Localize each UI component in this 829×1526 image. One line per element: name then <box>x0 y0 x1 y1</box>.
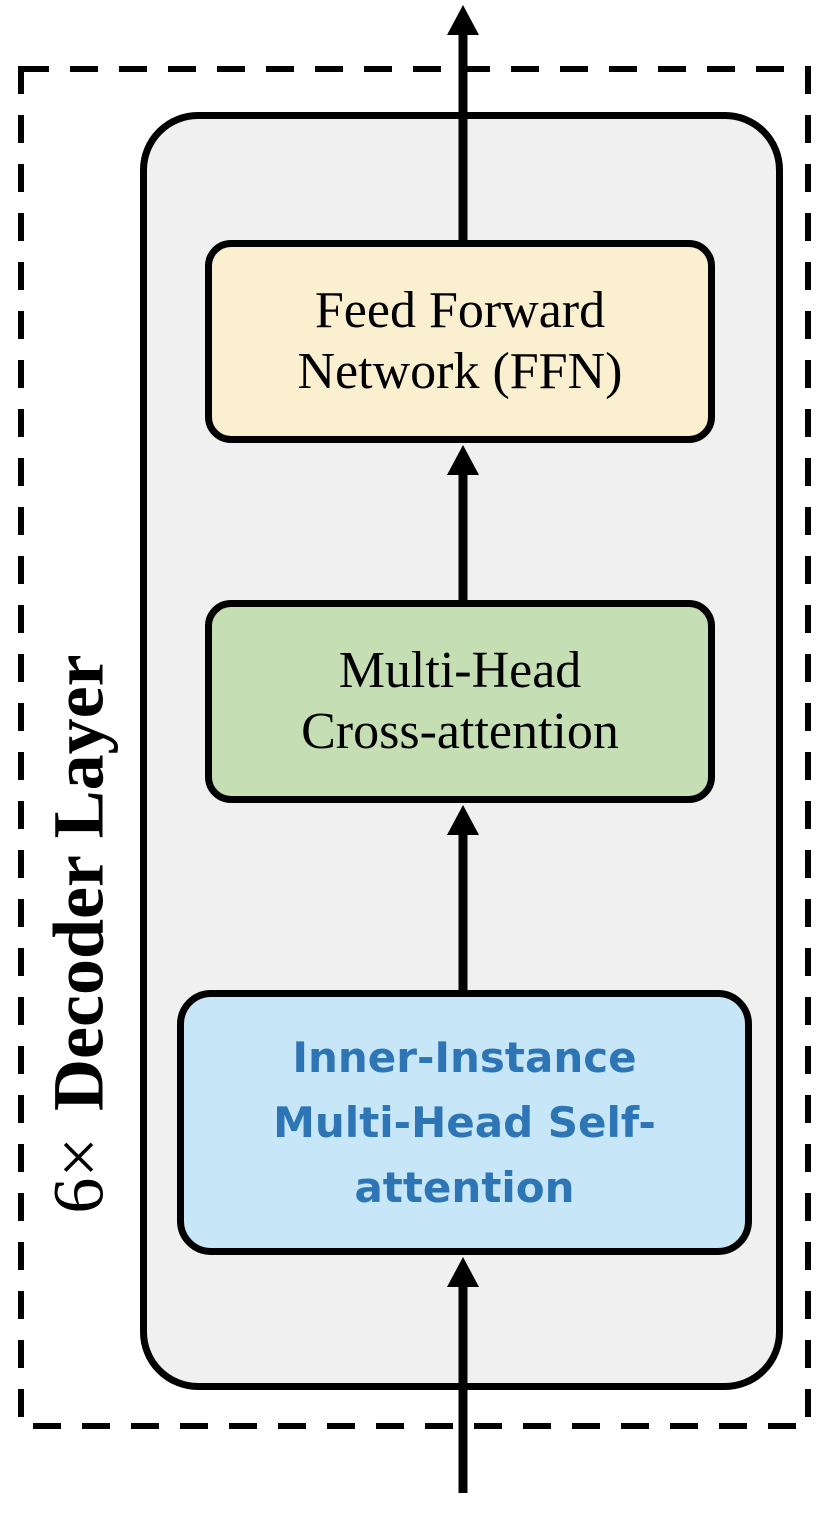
ffn-label-line1: Feed Forward <box>314 281 606 339</box>
repeat-count-label: 6× <box>38 1136 119 1214</box>
self-attention-label-line1: Inner-Instance <box>292 1032 637 1082</box>
side-label: 6× Decoder Layer <box>38 654 121 1213</box>
cross-attention-label-line2: Cross-attention <box>301 702 619 760</box>
ffn-block: Feed Forward Network (FFN) <box>205 240 715 443</box>
ffn-label-line2: Network (FFN) <box>297 342 623 400</box>
arrow-input-to-self-attention <box>447 1257 479 1493</box>
arrowhead-up-icon <box>447 805 479 835</box>
arrow-ffn-to-output <box>447 5 479 243</box>
self-attention-label-line3: attention <box>354 1163 575 1213</box>
arrowhead-up-icon <box>447 445 479 475</box>
arrow-self-to-cross-attention <box>447 805 479 992</box>
cross-attention-block: Multi-Head Cross-attention <box>205 600 715 803</box>
cross-attention-label-line1: Multi-Head <box>338 641 582 699</box>
arrow-cross-attention-to-ffn <box>447 445 479 605</box>
decoder-layer-dashed-border <box>18 66 811 1429</box>
arrowhead-up-icon <box>447 1257 479 1287</box>
self-attention-block: Inner-Instance Multi-Head Self- attentio… <box>177 990 752 1255</box>
self-attention-label-line2: Multi-Head Self- <box>273 1097 656 1147</box>
decoder-layer-title: Decoder Layer <box>38 654 119 1111</box>
arrowhead-up-icon <box>447 5 479 35</box>
